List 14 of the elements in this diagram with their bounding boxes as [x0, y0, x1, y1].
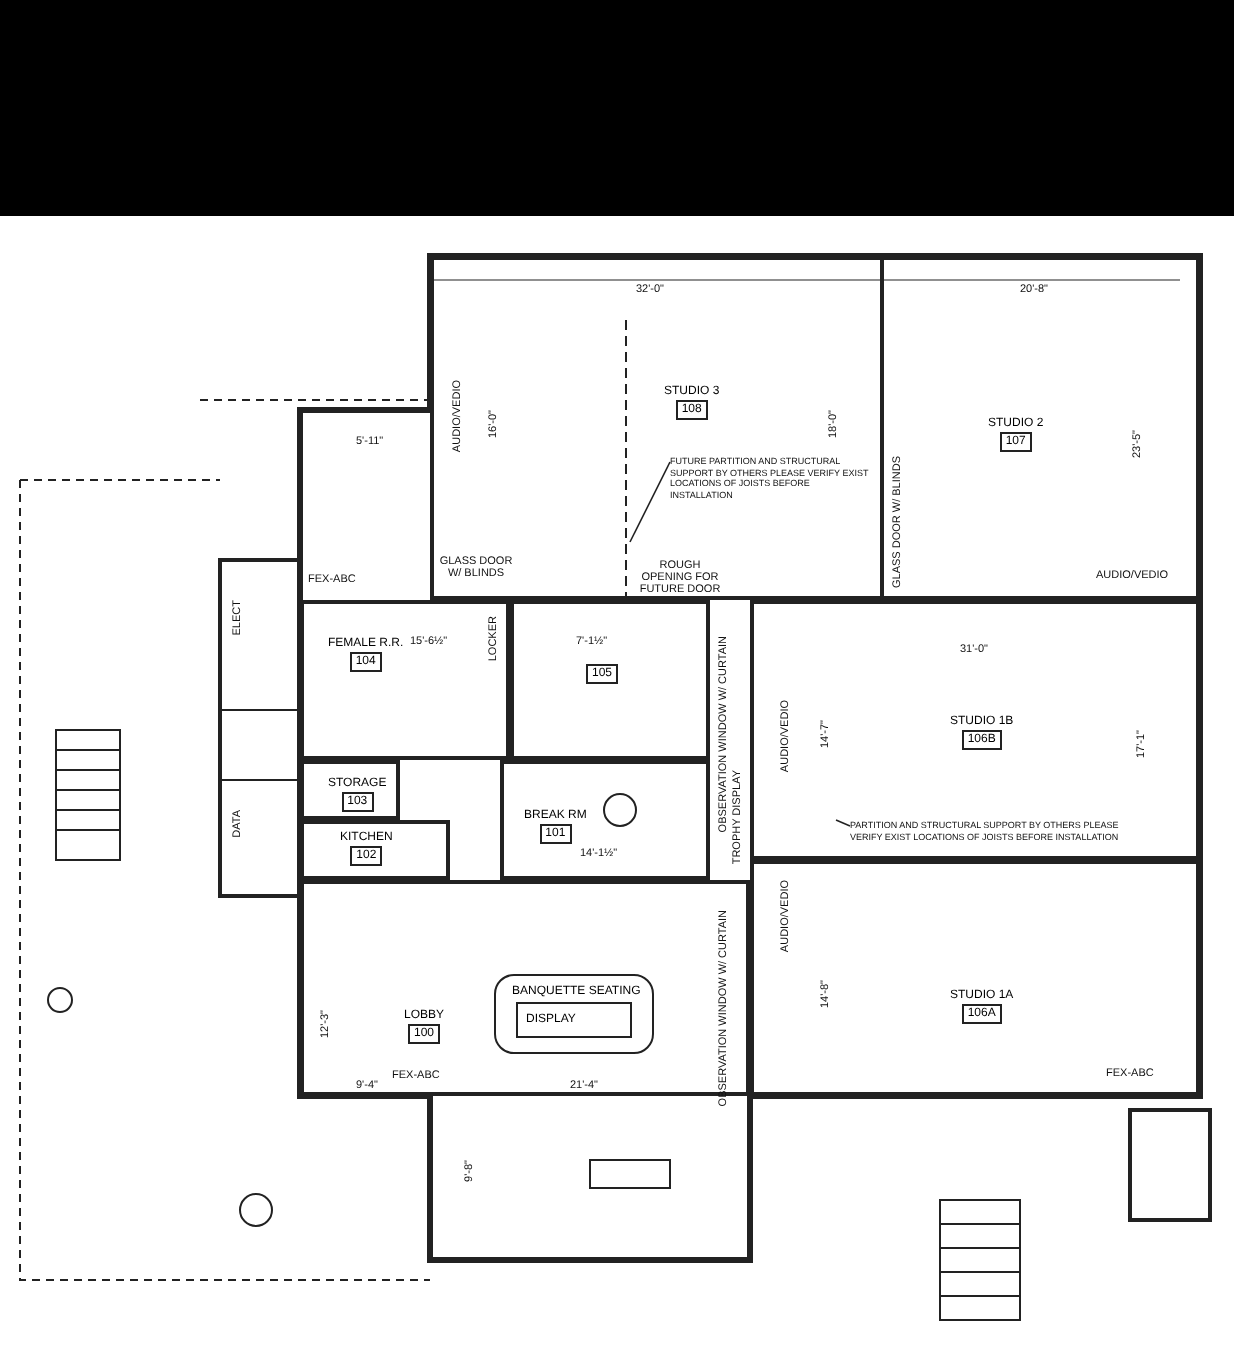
room [500, 760, 710, 880]
room [300, 760, 400, 820]
room [300, 820, 450, 880]
seating-area [494, 974, 654, 1054]
display-case [516, 1002, 632, 1038]
partition-line [622, 320, 630, 600]
room [750, 860, 1200, 1096]
leader-line [835, 819, 851, 827]
room [510, 600, 710, 760]
leader-line [629, 461, 671, 543]
room [750, 600, 1200, 860]
room [430, 256, 884, 600]
room [300, 600, 510, 760]
room [880, 256, 1200, 600]
